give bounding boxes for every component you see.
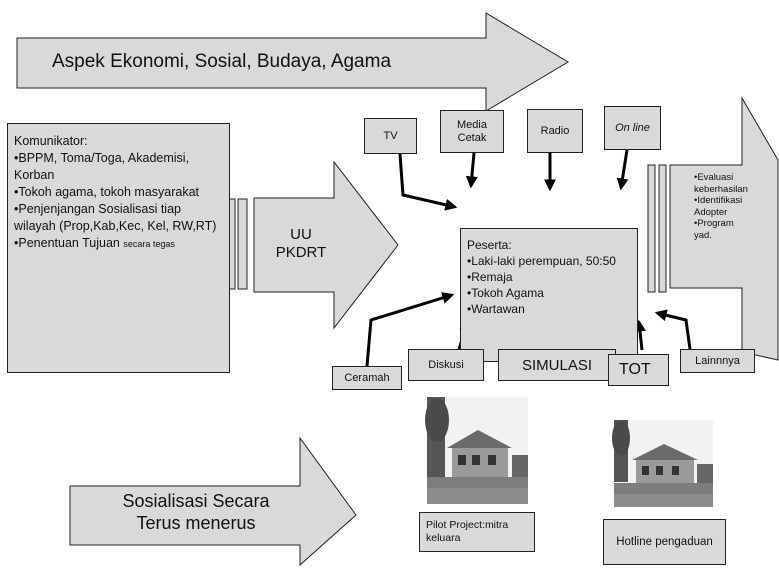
online-connector xyxy=(616,149,629,191)
komunikator-item: •BPPM, Toma/Toga, Akademisi, Korban xyxy=(14,151,190,182)
media-cetak-connector xyxy=(465,152,478,189)
peserta-item: •Laki-laki perempuan, 50:50 xyxy=(467,254,616,268)
peserta-title: Peserta: xyxy=(467,238,512,252)
peserta-item: •Remaja xyxy=(467,270,513,284)
evaluation-arrow-shape xyxy=(669,96,779,361)
simulasi-box: SIMULASI xyxy=(498,349,616,381)
ceramah-connector xyxy=(365,292,455,367)
uu-arrow-shape xyxy=(253,160,399,330)
tot-box: TOT xyxy=(608,354,669,386)
komunikator-item: •Penjenjangan Sosialisasi tiap wilayah (… xyxy=(14,202,217,233)
peserta-box: Peserta: •Laki-laki perempuan, 50:50 •Re… xyxy=(460,228,638,362)
evaluation-arrow-label: •Evaluasi keberhasilan •Identifikasi Ado… xyxy=(694,172,754,241)
divider-bar xyxy=(647,164,656,293)
peserta-item: •Wartawan xyxy=(467,302,525,316)
radio-box: Radio xyxy=(527,109,583,153)
bottom-arrow-label: Sosialisasi Secara Terus menerus xyxy=(122,491,270,533)
top-arrow-label: Aspek Ekonomi, Sosial, Budaya, Agama xyxy=(52,51,392,72)
komunikator-title: Komunikator: xyxy=(14,134,88,148)
tv-box: TV xyxy=(364,118,417,154)
komunikator-item: •Tokoh agama, tokoh masyarakat xyxy=(14,185,200,199)
pilot-project-photo xyxy=(425,397,528,504)
komunikator-item: •Penentuan Tujuan secara tegas xyxy=(14,236,175,250)
divider-bar xyxy=(237,198,248,290)
tv-connector xyxy=(398,153,458,211)
lainnya-connector xyxy=(654,309,692,350)
tot-connector xyxy=(634,319,646,351)
bottom-arrow-shape xyxy=(69,436,357,567)
hotline-photo xyxy=(612,420,713,507)
evaluation-item: •Evaluasi keberhasilan xyxy=(694,172,748,195)
hotline-caption: Hotline pengaduan xyxy=(603,519,726,565)
uu-arrow-label: UU PKDRT xyxy=(275,226,327,261)
top-arrow-shape xyxy=(16,12,569,112)
online-box: On line xyxy=(604,106,661,150)
divider-bar xyxy=(658,164,667,293)
lainnya-box: Lainnnya xyxy=(680,349,755,373)
peserta-item: •Tokoh Agama xyxy=(467,286,544,300)
pilot-project-caption: Pilot Project:mitra keluara xyxy=(419,512,535,552)
evaluation-item: •Program yad. xyxy=(694,218,734,241)
ceramah-box: Ceramah xyxy=(332,366,402,390)
diskusi-box: Diskusi xyxy=(408,349,484,381)
media-cetak-box: Media Cetak xyxy=(440,110,504,153)
evaluation-item: •Identifikasi Adopter xyxy=(694,195,743,218)
komunikator-box: Komunikator: •BPPM, Toma/Toga, Akademisi… xyxy=(7,123,230,373)
